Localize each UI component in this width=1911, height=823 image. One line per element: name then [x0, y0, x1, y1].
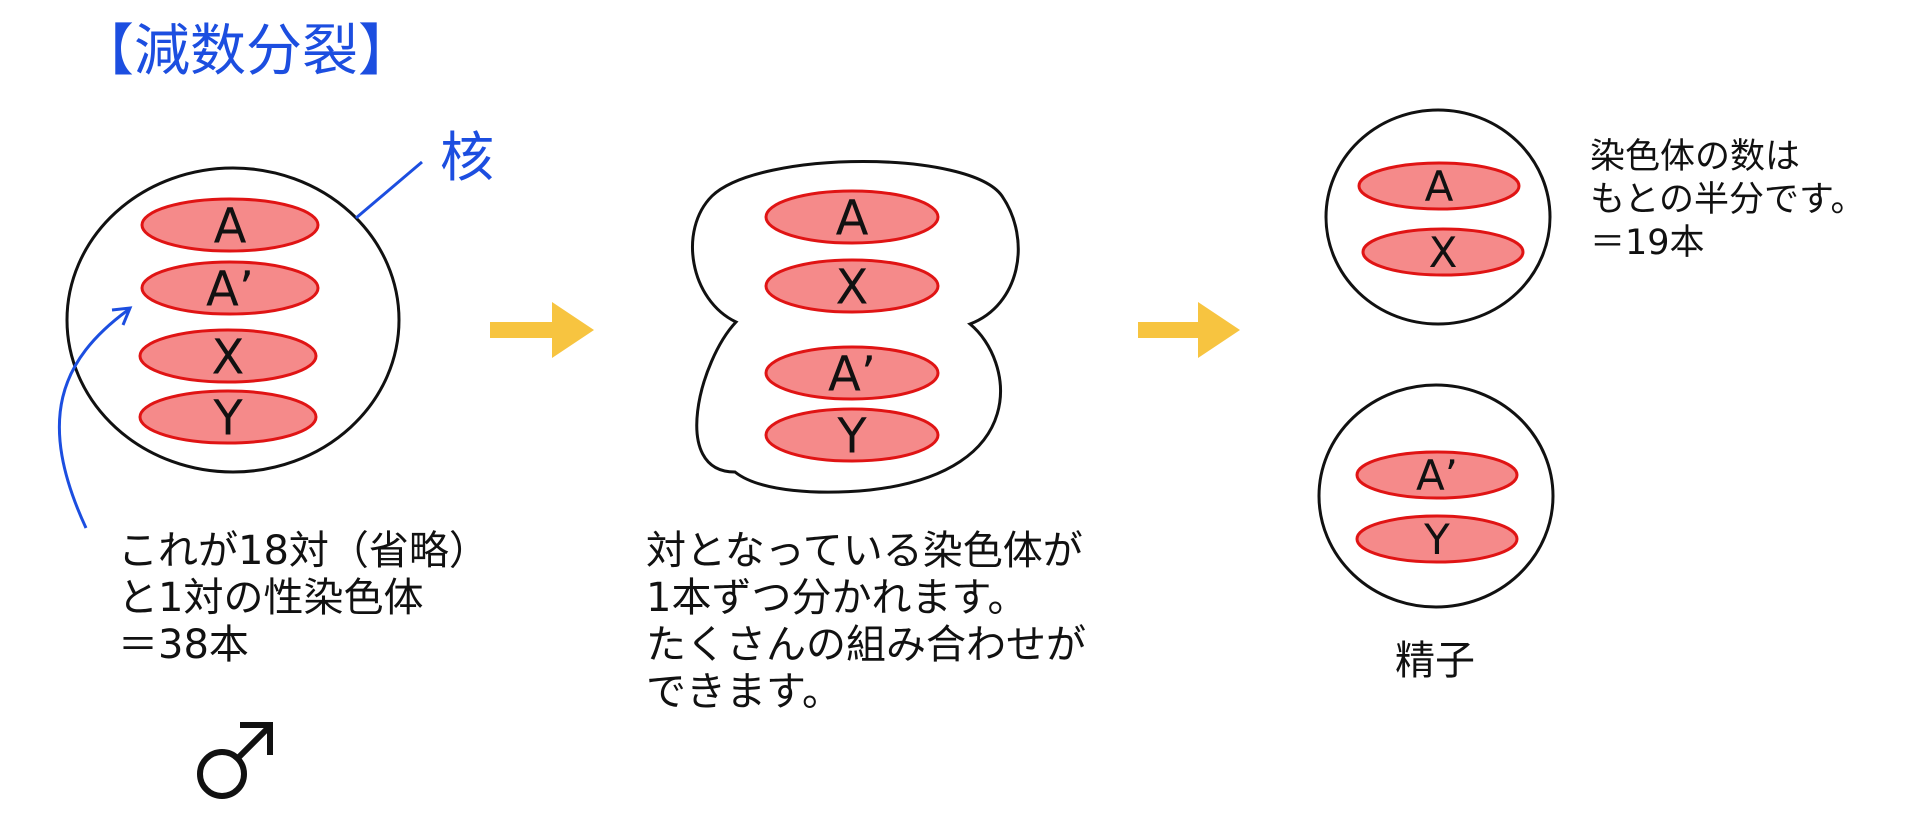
chromosome-label: Y [836, 408, 867, 464]
chromosome-shape [140, 260, 320, 316]
chromosome-shape [138, 328, 318, 384]
chromosome-label: A [836, 190, 869, 246]
chromosome-label: A [214, 198, 247, 254]
sperm-cell-top-outline [1324, 108, 1552, 326]
chromosome-label: X [1429, 228, 1458, 277]
chromosome: X [138, 328, 318, 385]
parent-cell-outline [65, 166, 401, 474]
note-line: ＝19本 [1590, 223, 1705, 263]
chromosome-shape [140, 197, 320, 253]
caption-line: と1対の性染色体 [118, 575, 424, 621]
nucleus-pointer-line [355, 160, 423, 220]
chromosome-shape [1361, 227, 1525, 277]
dividing-cell-outline [691, 160, 1020, 494]
parent-cell-caption: これが18対（省略） と1対の性染色体 ＝38本 [118, 528, 489, 669]
arrow-right-icon [490, 302, 594, 358]
chromosome: Y [1355, 514, 1519, 564]
chromosome-count-note: 染色体の数は もとの半分です。 ＝19本 [1590, 136, 1865, 265]
chromosome-label: Y [1423, 515, 1450, 564]
arrow-right-icon [1138, 302, 1240, 358]
male-symbol-icon [197, 722, 273, 799]
chromosome-shape [764, 189, 940, 245]
chromosome-label: X [836, 259, 869, 315]
chromosome-label: A’ [1416, 451, 1458, 500]
chromosome: Y [764, 407, 940, 464]
caption-line: できます。 [646, 669, 842, 715]
chromosome-label: A’ [206, 261, 254, 317]
chromosome-shape [764, 345, 940, 401]
chromosome: A [764, 189, 940, 246]
chromosome-label: A [1425, 162, 1454, 211]
note-line: もとの半分です。 [1590, 180, 1866, 220]
chromosome: A’ [140, 260, 320, 317]
chromosome: A’ [764, 345, 940, 402]
chromosome-label: A’ [828, 346, 876, 402]
chromosome-shape [1355, 514, 1519, 564]
chromosome: X [1361, 227, 1525, 277]
note-line: 染色体の数は [1590, 137, 1801, 177]
chromosome-shape [764, 258, 940, 314]
caption-line: これが18対（省略） [118, 528, 489, 574]
chromosome: A [140, 197, 320, 254]
chromosome-label: Y [212, 390, 243, 446]
chromosome: A [1357, 161, 1521, 211]
dividing-cell-caption: 対となっている染色体が 1本ずつ分かれます。 たくさんの組み合わせが できます。 [646, 528, 1086, 716]
chromosome: X [764, 258, 940, 315]
curved-pointer-arrowhead [111, 306, 133, 326]
chromosome-shape [138, 389, 318, 445]
chromosome-shape [1355, 450, 1519, 500]
sperm-label: 精子 [1395, 638, 1475, 684]
curved-pointer-arrow [57, 308, 129, 529]
chromosome: Y [138, 389, 318, 446]
chromosome: A’ [1355, 450, 1519, 500]
caption-line: ＝38本 [118, 622, 249, 668]
nucleus-label: 核 [440, 126, 494, 189]
diagram-title: 【減数分裂】 [78, 19, 414, 84]
chromosome-label: X [212, 329, 245, 385]
caption-line: 1本ずつ分かれます。 [646, 575, 1028, 621]
chromosome-shape [1357, 161, 1521, 211]
caption-line: たくさんの組み合わせが [646, 622, 1086, 668]
caption-line: 対となっている染色体が [646, 528, 1083, 574]
chromosome-shape [764, 407, 940, 463]
sperm-cell-bottom-outline [1317, 383, 1555, 609]
